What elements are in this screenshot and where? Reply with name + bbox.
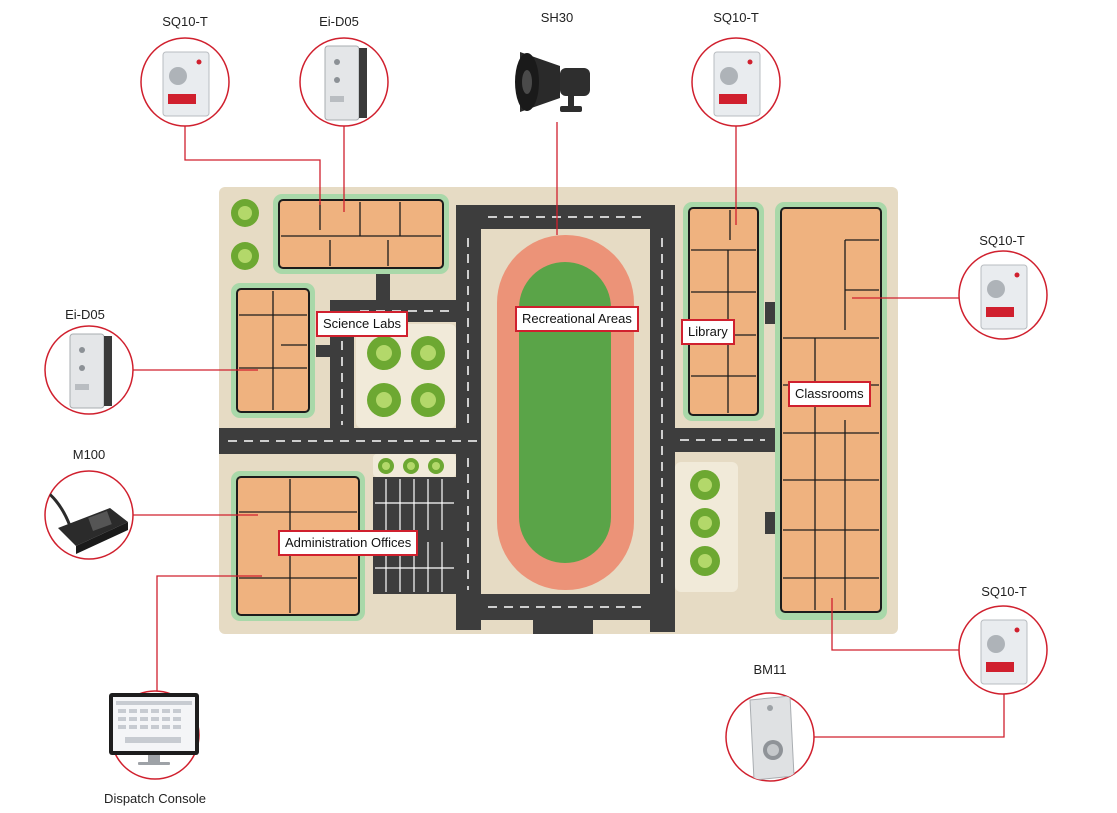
sq10t-icon <box>162 51 210 117</box>
sq10t-icon <box>980 264 1028 330</box>
connector-lines <box>133 122 1005 738</box>
sq10t-icon <box>980 619 1028 685</box>
tree-icon <box>428 458 444 474</box>
tree-icon <box>690 508 720 538</box>
device-label-sq10t-right: SQ10-T <box>979 233 1025 248</box>
trees <box>231 199 720 576</box>
eid05-icon <box>69 333 112 409</box>
device-label-sq10t-bottom-right: SQ10-T <box>981 584 1027 599</box>
tree-icon <box>367 383 401 417</box>
sports-field <box>481 229 650 594</box>
area-label-classrooms: Classrooms <box>788 381 871 407</box>
sq10t-icon <box>713 51 761 117</box>
tree-icon <box>690 546 720 576</box>
road-dashes <box>228 216 765 608</box>
tree-icon <box>403 458 419 474</box>
device-label-sq10t-top-left: SQ10-T <box>162 14 208 29</box>
tree-icon <box>367 336 401 370</box>
device-label-dispatch-console: Dispatch Console <box>104 791 206 806</box>
tree-icon <box>231 199 259 227</box>
tree-icon <box>411 336 445 370</box>
tree-icon <box>690 470 720 500</box>
building-north <box>278 199 444 269</box>
device-label-sq10t-top-right: SQ10-T <box>713 10 759 25</box>
tree-icon <box>231 242 259 270</box>
eid05-icon <box>324 45 367 121</box>
tree-icon <box>411 383 445 417</box>
area-label-administration-offices: Administration Offices <box>278 530 419 556</box>
device-label-eid05-top: Ei-D05 <box>319 14 359 29</box>
microphone-console-icon <box>45 486 128 554</box>
tree-icon <box>378 458 394 474</box>
horn-speaker-icon <box>515 52 590 112</box>
building-library <box>688 207 759 416</box>
device-label-eid05-left: Ei-D05 <box>65 307 105 322</box>
area-label-science-labs: Science Labs <box>316 311 409 337</box>
monitor-icon <box>109 693 199 765</box>
area-label-recreational-areas: Recreational Areas <box>515 306 639 332</box>
device-label-sh30: SH30 <box>540 10 574 25</box>
area-label-library: Library <box>681 319 735 345</box>
building-classrooms <box>780 207 882 613</box>
device-label-m100: M100 <box>72 447 106 462</box>
bm11-icon <box>749 695 795 781</box>
device-label-bm11: BM11 <box>753 662 787 677</box>
